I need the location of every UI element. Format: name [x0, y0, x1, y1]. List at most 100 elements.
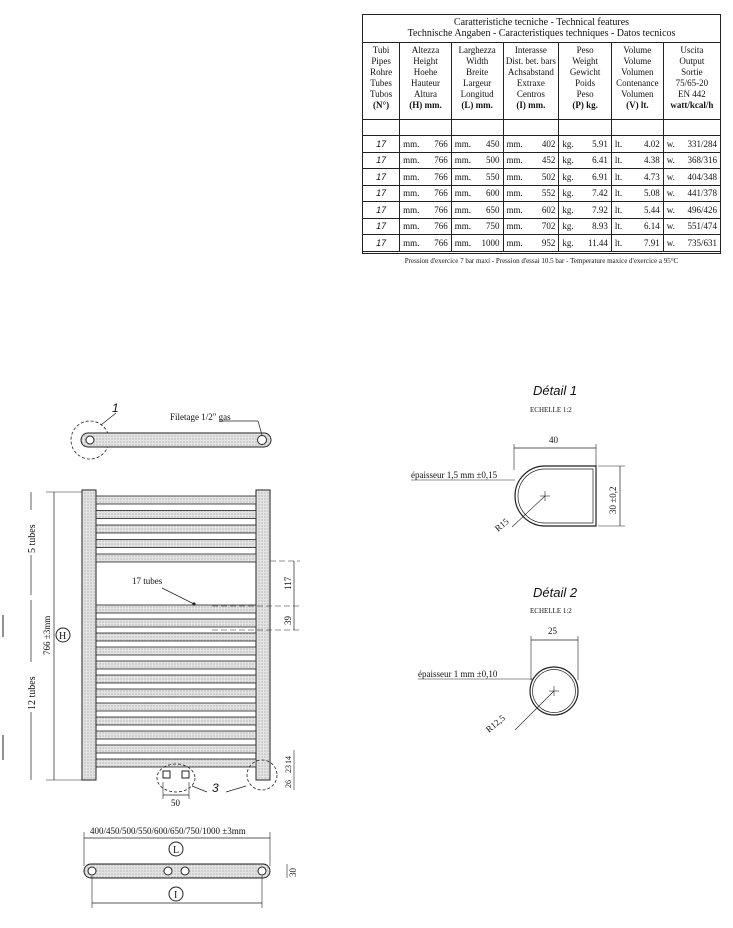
detail-3-circle-b — [246, 759, 278, 791]
cell-centers: mm.602 — [503, 201, 560, 219]
cell-centers: mm.452 — [503, 152, 560, 169]
cell-unit: mm. — [403, 221, 420, 232]
cell-centers: mm.952 — [503, 234, 560, 252]
cell-output: w.496/426 — [663, 201, 720, 219]
detail-2-scale: ECHELLE 1:2 — [530, 607, 572, 615]
cell-height: mm.766 — [399, 168, 452, 186]
cell-weight: kg. 7.42 — [558, 185, 612, 202]
cell-value: 402 — [541, 138, 556, 149]
cell-value: 766 — [434, 138, 448, 149]
cell-value: 5.44 — [644, 204, 660, 215]
column-header-line: Peso — [576, 89, 594, 99]
cell-tubes: 17 — [363, 218, 401, 235]
cell-unit: kg. — [562, 221, 574, 232]
cell-unit: lt. — [614, 155, 623, 166]
top-hole-right — [257, 435, 267, 445]
callout-3-leader-a — [191, 785, 208, 793]
cell-unit: kg. — [562, 155, 574, 166]
cell-value: 7.42 — [592, 188, 608, 199]
front-tube — [95, 510, 257, 519]
cell-value: 766 — [434, 204, 448, 215]
left-collector — [81, 489, 97, 781]
cell-output: w.331/284 — [663, 135, 720, 153]
cell-value: 750 — [486, 221, 500, 232]
column-header-line: (H) mm. — [409, 100, 442, 110]
cell-unit: mm. — [403, 155, 420, 166]
column-header-line: Output — [679, 56, 705, 66]
cell-unit: w. — [666, 204, 675, 215]
column-header-line: (L) mm. — [461, 100, 493, 110]
top-view: 1 Filetage 1/2" gas — [70, 401, 272, 460]
column-header-line: Gewicht — [569, 67, 601, 77]
front-tube — [95, 646, 257, 656]
cell-value: 1000 — [481, 237, 500, 248]
cell-value: 552 — [541, 188, 556, 199]
column-header-line: Longitud — [460, 89, 494, 99]
cell-unit: kg. — [562, 204, 574, 215]
front-tube — [95, 688, 257, 698]
detail-3-circle-a — [156, 763, 196, 793]
column-header-line: Poids — [575, 78, 596, 88]
dim-26: 26 — [284, 780, 293, 788]
front-tube — [95, 702, 257, 712]
cell-width: mm.550 — [451, 168, 504, 186]
front-tubes — [95, 495, 257, 768]
bottom-collector — [83, 863, 271, 879]
cell-value: 4.02 — [644, 138, 660, 149]
valve-right — [181, 770, 190, 779]
cell-weight: kg. 8.93 — [558, 218, 612, 235]
detail-1: Détail 1 ECHELLE 1:2 40 R15 épaisseur 1,… — [411, 383, 625, 534]
cell-value: 5.91 — [592, 138, 608, 149]
width-dim: 400/450/500/550/600/650/750/1000 ±3mm — [90, 826, 246, 836]
cell-volume: lt.4.02 — [611, 135, 664, 153]
cell-unit: mm. — [403, 188, 420, 199]
column-header-line: Centros — [516, 89, 545, 99]
front-tube — [95, 553, 257, 563]
cell-height: mm.766 — [399, 185, 452, 202]
cell-width: mm.500 — [451, 152, 504, 169]
column-header-line: (N°) — [373, 100, 390, 110]
column-header-line: Hauteur — [410, 78, 440, 88]
cell-output: w.735/631 — [663, 234, 720, 252]
column-header-line: Contenance — [616, 78, 659, 88]
cell-unit: kg. — [562, 171, 574, 182]
label-12-tubes: 12 tubes — [27, 676, 38, 710]
cell-value: 4.73 — [644, 171, 660, 182]
detail-1-thickness: épaisseur 1,5 mm ±0,15 — [411, 470, 498, 480]
cell-value: 735/631 — [687, 237, 717, 248]
front-tube — [95, 716, 257, 726]
cell-value: 702 — [541, 221, 556, 232]
cell-centers: mm.702 — [503, 218, 560, 235]
cell-volume: lt.4.38 — [611, 152, 664, 169]
label-5-tubes: 5 tubes — [27, 524, 38, 553]
column-header-line: Tubes — [370, 78, 392, 88]
thread-label: Filetage 1/2" gas — [170, 412, 231, 422]
cell-value: 952 — [541, 237, 556, 248]
cell-volume: lt.5.08 — [611, 185, 664, 202]
width-symbol-circle — [168, 841, 184, 857]
cell-centers: mm.502 — [503, 168, 560, 186]
cell-value: 8.93 — [592, 221, 608, 232]
cell-unit: lt. — [614, 237, 623, 248]
cell-unit: lt. — [614, 188, 623, 199]
cell-unit: kg. — [562, 188, 574, 199]
detail-1-radius-leader — [511, 495, 546, 528]
column-header-line: (P) kg. — [572, 100, 598, 110]
bottom-view: 400/450/500/550/600/650/750/1000 ±3mm L … — [83, 826, 298, 908]
column-header-line: Volumen — [621, 89, 654, 99]
cell-value: 500 — [486, 155, 500, 166]
bottom-hole-right — [257, 866, 267, 876]
cell-value: 7.91 — [644, 237, 660, 248]
height-dim: 766 ±3mm — [42, 616, 52, 655]
column-header-line: EN 442 — [678, 89, 706, 99]
column-header-line: Peso — [576, 45, 594, 55]
detail-2-thickness: épaisseur 1 mm ±0,10 — [418, 669, 498, 679]
cell-tubes: 17 — [363, 201, 401, 219]
column-header-line: Hoehe — [413, 67, 438, 77]
column-header-line: Uscita — [680, 45, 704, 55]
column-header-line: (V) lt. — [626, 100, 649, 110]
